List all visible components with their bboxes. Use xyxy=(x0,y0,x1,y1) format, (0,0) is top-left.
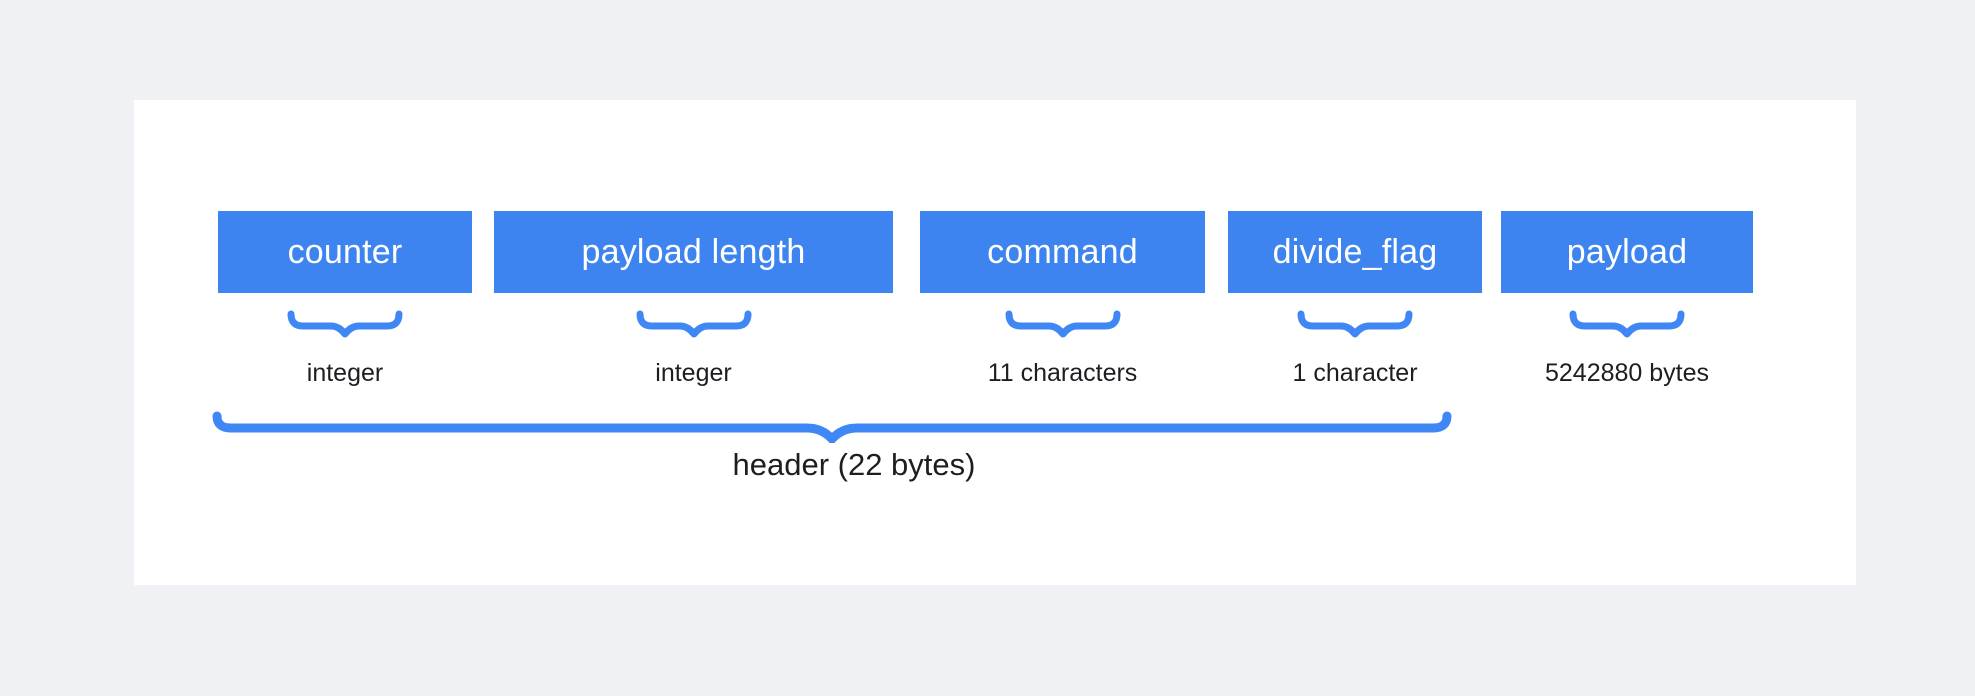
underbrace-icon xyxy=(1569,310,1685,338)
field-type-label: 1 character xyxy=(1292,359,1418,387)
field-column-counter: counter integer xyxy=(218,211,472,388)
field-label: payload length xyxy=(581,232,806,271)
field-box-divide-flag: divide_flag xyxy=(1228,211,1482,293)
field-box-counter: counter xyxy=(218,211,472,293)
field-column-payload: payload 5242880 bytes xyxy=(1501,211,1753,388)
field-label: divide_flag xyxy=(1272,232,1438,271)
field-label: command xyxy=(987,232,1138,271)
field-label: counter xyxy=(287,232,403,271)
field-type-label: 5242880 bytes xyxy=(1544,359,1710,387)
field-box-command: command xyxy=(920,211,1205,293)
header-underbrace-icon xyxy=(212,411,1452,443)
field-type-label: 11 characters xyxy=(987,359,1138,387)
field-column-command: command 11 characters xyxy=(920,211,1205,388)
diagram-card: counter integer payload length integer c… xyxy=(134,100,1856,585)
underbrace-icon xyxy=(287,310,403,338)
underbrace-icon xyxy=(1297,310,1413,338)
field-type-label: integer xyxy=(306,359,384,387)
field-label: payload xyxy=(1566,232,1688,271)
field-column-payload-length: payload length integer xyxy=(494,211,893,388)
field-box-payload: payload xyxy=(1501,211,1753,293)
underbrace-icon xyxy=(636,310,751,338)
underbrace-icon xyxy=(1005,310,1120,338)
field-type-label: integer xyxy=(655,359,732,387)
header-group-caption: header (22 bytes) xyxy=(732,447,976,482)
field-column-divide-flag: divide_flag 1 character xyxy=(1228,211,1482,388)
field-box-payload-length: payload length xyxy=(494,211,893,293)
